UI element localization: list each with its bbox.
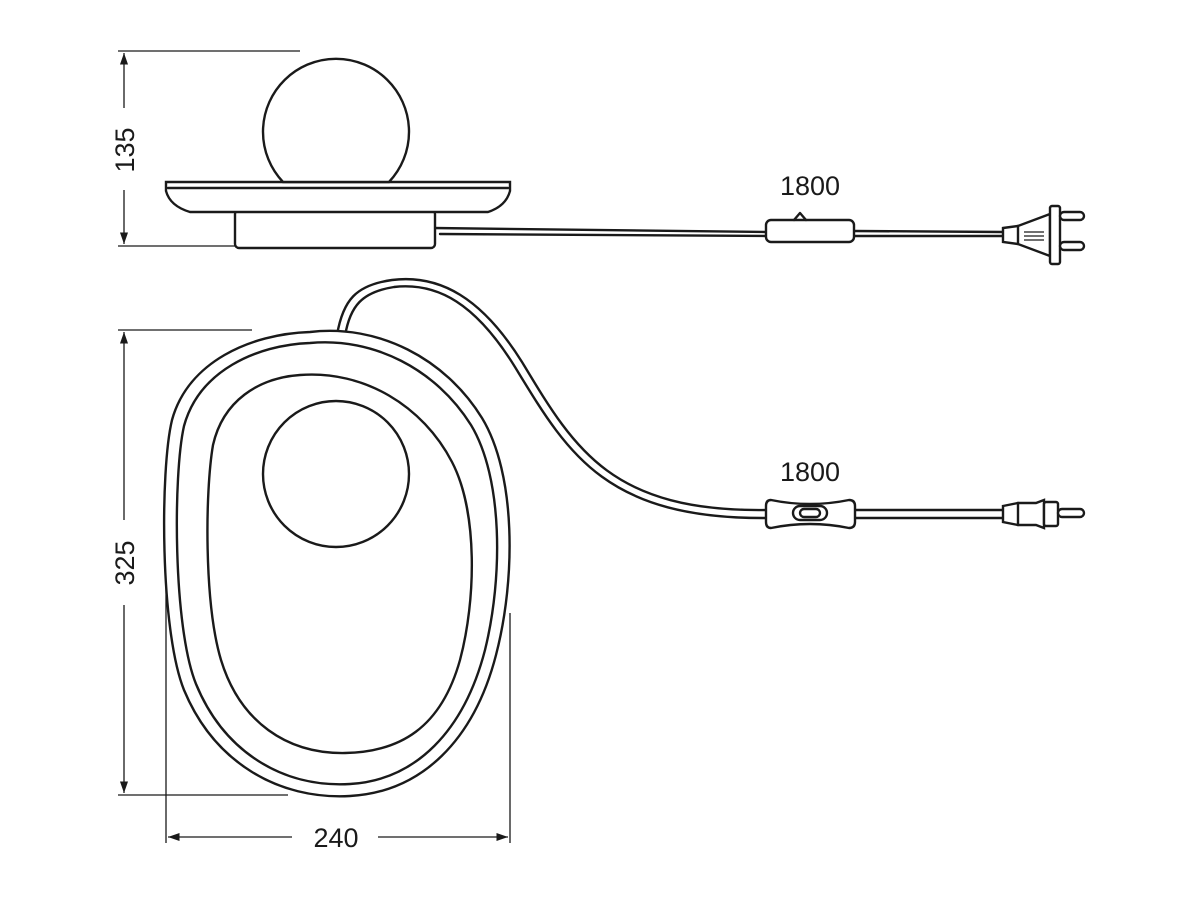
side-plug — [1001, 204, 1086, 266]
top-tray-lip — [175, 341, 499, 786]
top-tray-floor — [206, 373, 474, 755]
top-globe — [261, 399, 411, 549]
side-switch-rocker — [792, 211, 808, 222]
side-switch — [764, 218, 856, 244]
top-cord-length-label: 1800 — [780, 457, 840, 487]
side-base — [233, 208, 437, 250]
top-cord — [335, 277, 768, 512]
top-plug — [1001, 498, 1086, 530]
side-cord-2 — [438, 232, 768, 238]
side-globe — [261, 57, 411, 184]
side-cord-length-label: 1800 — [780, 171, 840, 201]
top-tray-outer — [162, 329, 511, 798]
top-cord-2 — [343, 285, 768, 520]
depth-dimension-label: 325 — [110, 540, 140, 585]
top-switch-slider-knob — [798, 507, 822, 519]
side-cord-end — [852, 229, 1005, 234]
height-dimension-label: 135 — [110, 127, 140, 172]
top-view: 325 240 1800 — [110, 277, 1086, 853]
side-cord — [431, 226, 768, 234]
side-view: 135 1800 — [110, 50, 1086, 266]
side-tray — [164, 180, 512, 214]
width-dimension-label: 240 — [313, 823, 358, 853]
